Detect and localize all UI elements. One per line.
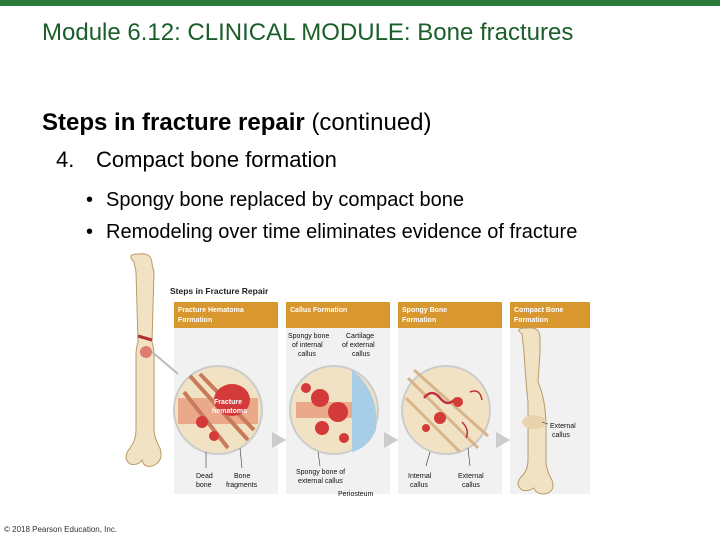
arrow-right-icon (384, 432, 398, 448)
label-callus: callus (462, 482, 480, 489)
cartilage-callus (352, 370, 377, 452)
panel-header-callus (286, 302, 390, 328)
healed-callus (522, 415, 546, 429)
hematoma-mass (214, 384, 250, 416)
label-spongy-external: Spongy bone of (296, 469, 345, 476)
panel-header-spongy (398, 302, 502, 328)
spongy-bone-detail (401, 365, 491, 455)
figure-title: Steps in Fracture Repair (170, 286, 269, 296)
panel-title-line1: Spongy Bone (402, 307, 447, 314)
top-accent-bar (0, 0, 720, 6)
panel-title-line1: Fracture Hematoma (178, 307, 244, 314)
fracture-site (140, 346, 152, 358)
fracture-repair-illustration: Steps in Fracture Repair Fracture Hemato… (125, 253, 590, 498)
label-callus: callus (410, 482, 428, 489)
leader-line (541, 421, 549, 425)
healed-long-bone (517, 327, 554, 495)
label-fracture: Fracture (214, 399, 242, 406)
arrow-right-icon (496, 432, 510, 448)
label-cartilage: Cartilage (346, 333, 374, 340)
bullet-glyph: • (86, 189, 94, 211)
panel-title-line1: Compact Bone (514, 307, 564, 314)
label-cartilage: callus (352, 351, 370, 358)
arrow-right-icon (272, 432, 286, 448)
panel-title-line1: Callus Formation (290, 307, 347, 314)
heading-rest: (continued) (311, 109, 432, 136)
hematoma-detail: Fracture hematoma (173, 365, 263, 455)
bullet-item: • Spongy bone replaced by compact bone (86, 184, 577, 216)
callus-detail (289, 365, 379, 455)
label-fragments: fragments (226, 482, 258, 489)
slide-title: Module 6.12: CLINICAL MODULE: Bone fract… (42, 19, 574, 46)
fractured-long-bone (125, 253, 162, 467)
panel-title-line2: Formation (514, 317, 548, 324)
panel-title-line2: Formation (402, 317, 436, 324)
label-hematoma: hematoma (212, 408, 247, 415)
label-internal: Internal (408, 473, 432, 480)
label-spongy-internal: of internal (292, 342, 323, 349)
section-heading: Steps in fracture repair (continued) (42, 108, 432, 138)
heading-bold: Steps in fracture repair (42, 109, 305, 136)
leader-line (425, 451, 431, 467)
panel-header-compact (510, 302, 590, 328)
label-spongy-external: external callus (298, 478, 343, 485)
fracture-repair-figure: Steps in Fracture Repair Fracture Hemato… (108, 252, 592, 534)
bullet-glyph: • (86, 221, 94, 243)
bullet-text: Remodeling over time eliminates evidence… (106, 221, 578, 243)
label-external: External (458, 473, 484, 480)
step-number: 4. (56, 147, 75, 172)
zoom-arrow (151, 351, 179, 375)
label-external: External (550, 423, 576, 430)
label-periosteum: Periosteum (338, 491, 374, 498)
panel-header-hematoma (174, 302, 278, 328)
leader-line (239, 447, 243, 469)
bullet-text: Spongy bone replaced by compact bone (106, 189, 465, 211)
label-bone: bone (196, 482, 212, 489)
bullet-item: • Remodeling over time eliminates evidenc… (86, 216, 577, 248)
label-bone: Bone (234, 473, 250, 480)
label-cartilage: of external (342, 342, 375, 349)
step-item: 4. Compact bone formation (56, 146, 337, 174)
step-text: Compact bone formation (96, 147, 337, 172)
label-spongy-internal: callus (298, 351, 316, 358)
label-dead: Dead (196, 473, 213, 480)
label-spongy-internal: Spongy bone (288, 333, 329, 340)
copyright-notice: © 2018 Pearson Education, Inc. (4, 525, 118, 534)
leader-line (467, 447, 471, 467)
leader-line (317, 451, 321, 467)
bullet-list: • Spongy bone replaced by compact bone • R… (86, 184, 577, 248)
panel-title-line2: Formation (178, 317, 212, 324)
label-callus: callus (552, 432, 570, 439)
